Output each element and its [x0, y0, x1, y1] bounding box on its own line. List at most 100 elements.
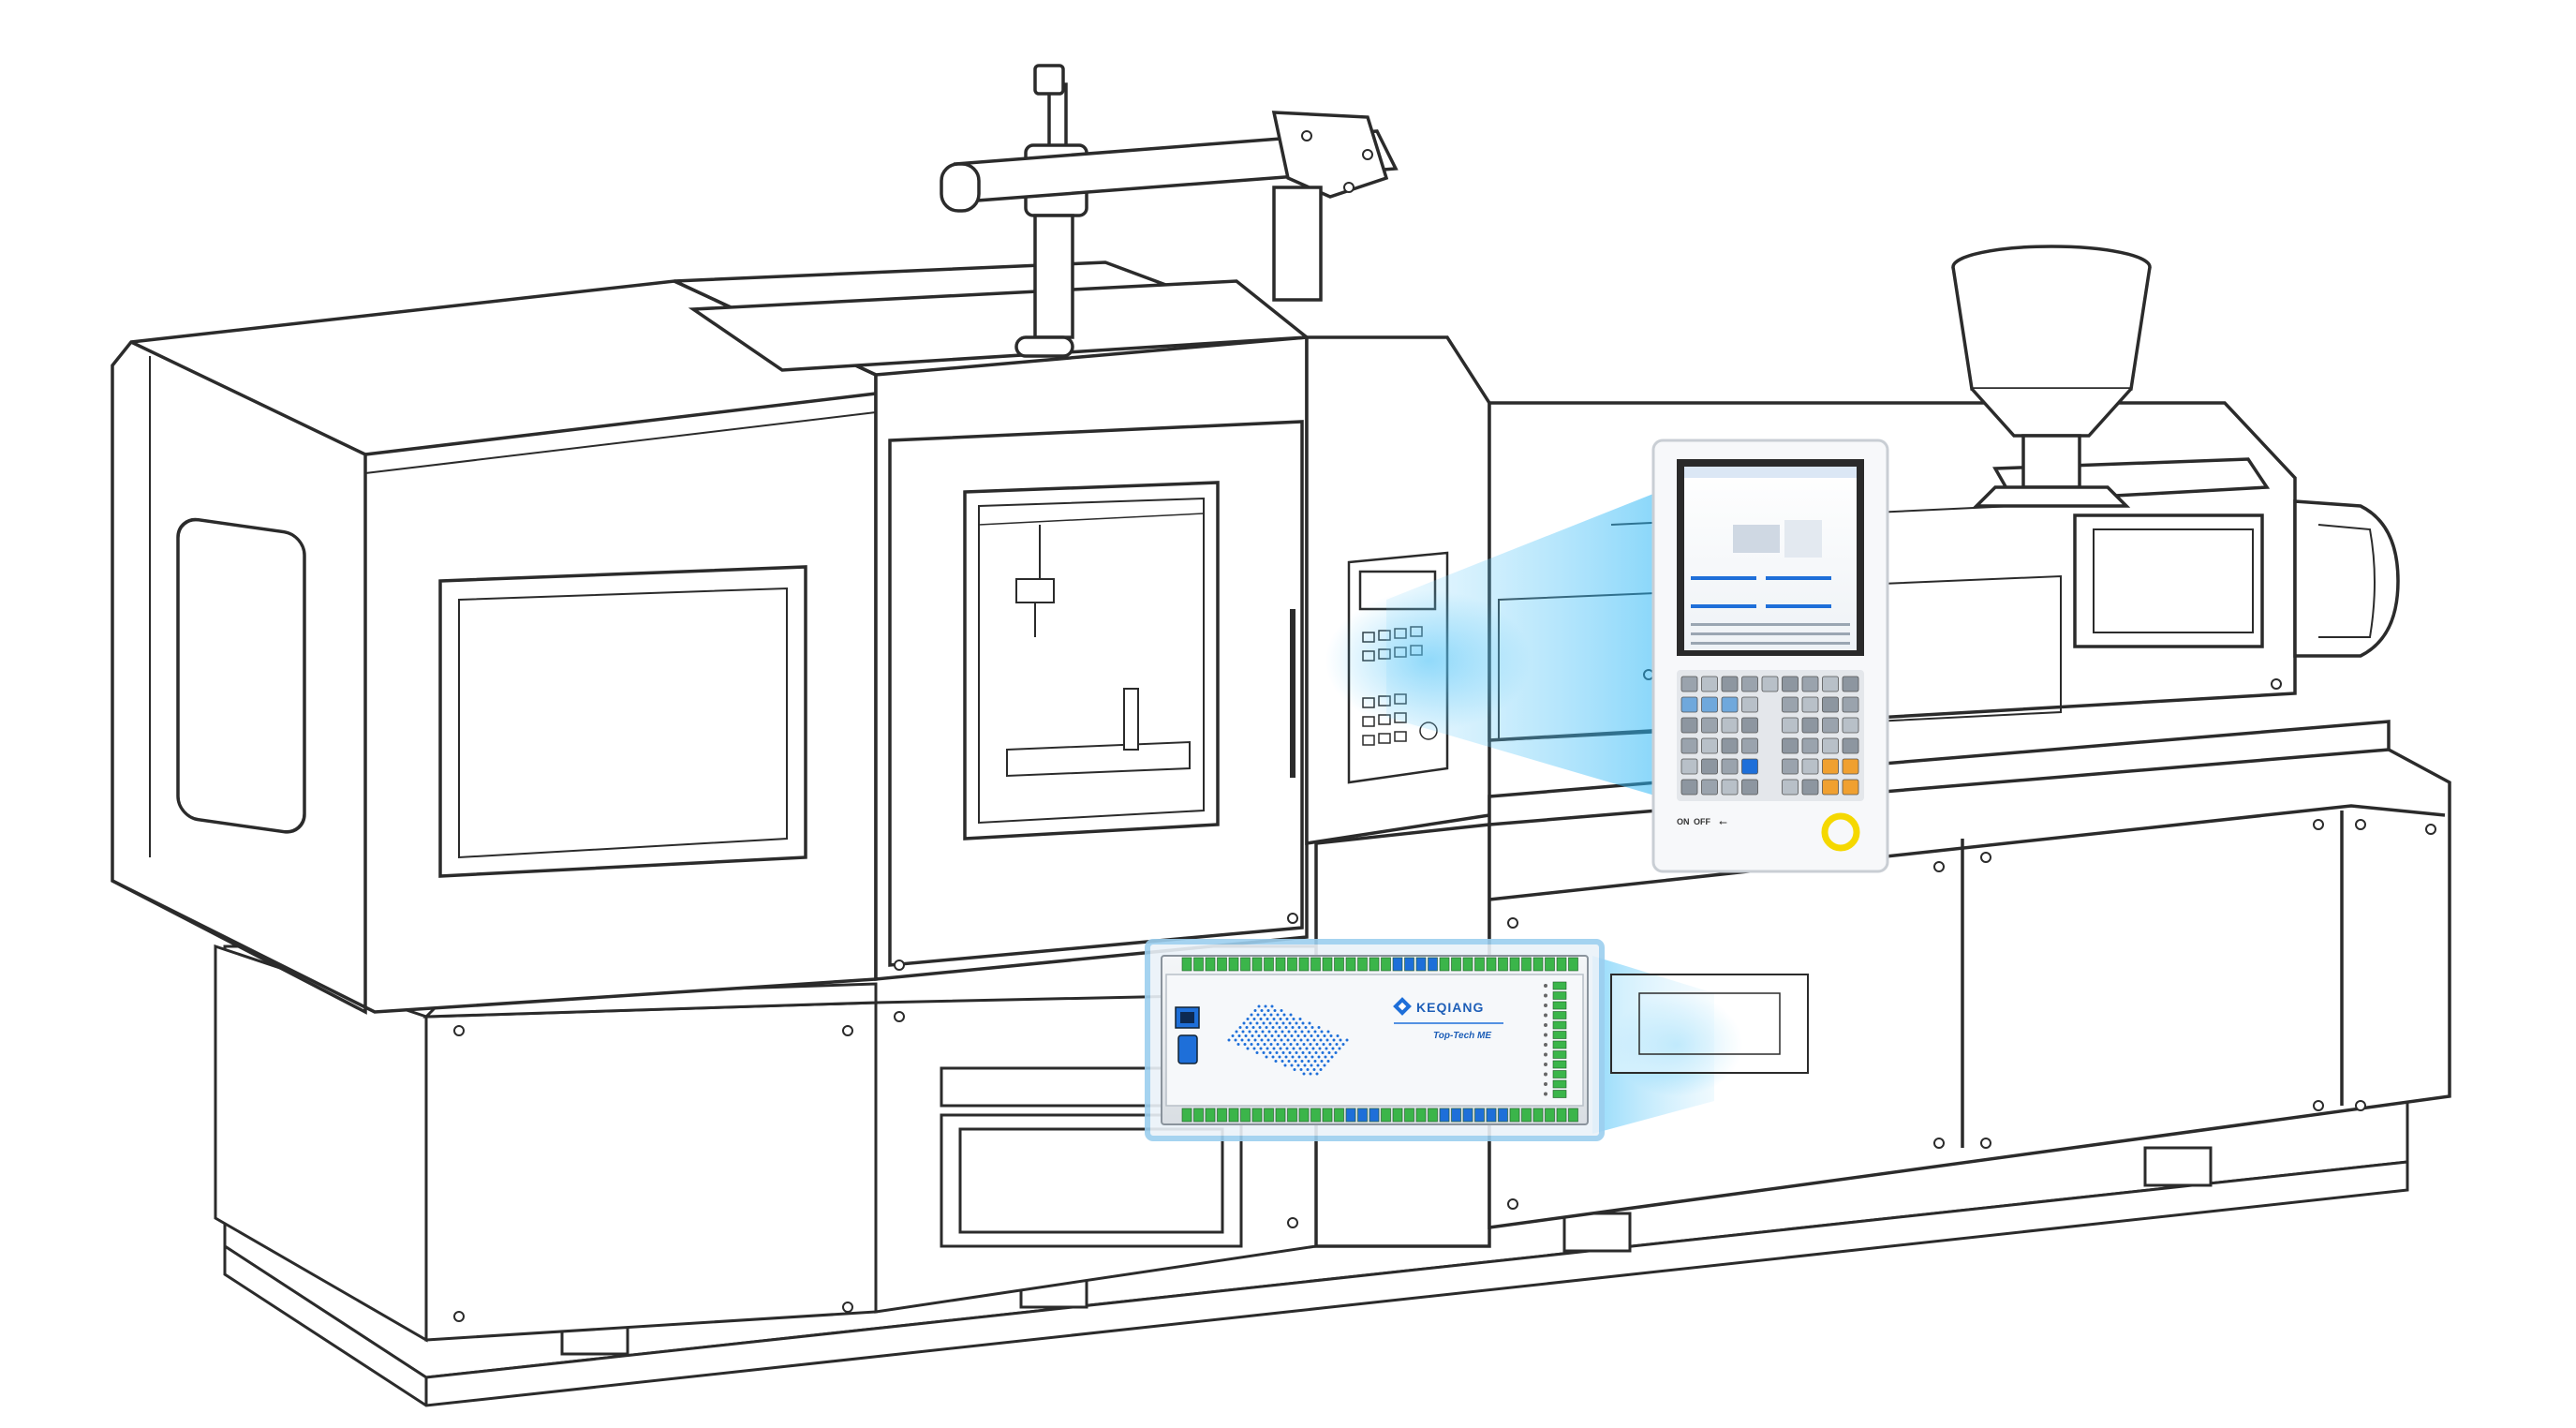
dot	[1259, 1018, 1263, 1020]
dot	[1321, 1051, 1325, 1054]
hmi-key[interactable]	[1721, 779, 1739, 796]
hmi-key[interactable]	[1782, 737, 1799, 754]
hmi-key[interactable]	[1801, 737, 1819, 754]
hmi-key[interactable]	[1680, 758, 1698, 775]
hmi-key[interactable]	[1842, 717, 1859, 734]
dot	[1273, 1038, 1277, 1042]
dot	[1274, 1060, 1278, 1063]
hmi-key[interactable]	[1801, 676, 1819, 692]
hmi-key[interactable]	[1822, 717, 1839, 734]
dot	[1298, 1018, 1302, 1020]
dot	[1312, 1038, 1316, 1042]
hmi-key[interactable]	[1741, 717, 1758, 734]
dot	[1326, 1030, 1330, 1034]
dot	[1251, 1026, 1255, 1029]
terminal-bottom	[1521, 1108, 1532, 1123]
hmi-key[interactable]	[1782, 676, 1799, 692]
hmi-key[interactable]	[1701, 779, 1718, 796]
hmi-key[interactable]	[1842, 676, 1859, 692]
hmi-key[interactable]	[1680, 696, 1698, 713]
terminal-top	[1556, 957, 1567, 972]
dot	[1299, 1038, 1303, 1042]
hmi-key[interactable]	[1822, 758, 1839, 775]
power-knob[interactable]	[1821, 812, 1860, 852]
hmi-key[interactable]	[1721, 737, 1739, 754]
terminal-top	[1264, 957, 1274, 972]
dot	[1255, 1051, 1259, 1054]
dot	[1243, 1043, 1247, 1046]
hmi-key[interactable]	[1680, 676, 1698, 692]
hmi-key[interactable]	[1680, 737, 1698, 754]
terminal-screw	[1544, 993, 1547, 998]
hmi-key[interactable]	[1822, 737, 1839, 754]
hmi-key[interactable]	[1741, 676, 1758, 692]
hmi-key[interactable]	[1721, 696, 1739, 713]
dot	[1281, 1030, 1284, 1034]
terminal-top	[1451, 957, 1461, 972]
hmi-key[interactable]	[1701, 737, 1718, 754]
dot	[1330, 1055, 1334, 1059]
terminal-bottom	[1275, 1108, 1286, 1123]
dot	[1257, 1004, 1261, 1008]
terminal-top	[1428, 957, 1438, 972]
hmi-key[interactable]	[1801, 758, 1819, 775]
terminal-top	[1498, 957, 1508, 972]
hmi-key[interactable]	[1741, 737, 1758, 754]
hmi-key[interactable]	[1741, 758, 1758, 775]
hmi-key[interactable]	[1782, 696, 1799, 713]
dot	[1249, 1021, 1252, 1025]
dot	[1268, 1051, 1272, 1054]
dot	[1274, 1030, 1278, 1034]
dot	[1261, 1030, 1265, 1034]
hmi-key[interactable]	[1680, 779, 1698, 796]
hmi-key[interactable]	[1842, 758, 1859, 775]
hmi-key[interactable]	[1701, 676, 1718, 692]
dot	[1273, 1009, 1277, 1012]
hmi-key[interactable]	[1741, 696, 1758, 713]
terminal-bottom	[1334, 1108, 1344, 1123]
hmi-key[interactable]	[1741, 779, 1758, 796]
hmi-key[interactable]	[1761, 676, 1779, 692]
dot	[1281, 1051, 1285, 1054]
dot	[1320, 1030, 1324, 1034]
hmi-key[interactable]	[1842, 737, 1859, 754]
serial-port[interactable]	[1177, 1034, 1198, 1064]
hmi-keys[interactable]	[1680, 676, 1859, 796]
hmi-key[interactable]	[1801, 696, 1819, 713]
terminal-right	[1552, 1079, 1567, 1089]
hmi-key[interactable]	[1842, 696, 1859, 713]
hmi-key[interactable]	[1680, 717, 1698, 734]
hmi-key[interactable]	[1721, 758, 1739, 775]
hmi-key[interactable]	[1701, 696, 1718, 713]
dot	[1328, 1043, 1332, 1046]
dot	[1310, 1026, 1314, 1029]
dot	[1297, 1026, 1301, 1029]
hmi-key[interactable]	[1842, 779, 1859, 796]
terminal-bottom	[1474, 1108, 1485, 1123]
dot	[1245, 1026, 1249, 1029]
hmi-screen[interactable]	[1684, 467, 1857, 650]
terminal-top	[1228, 957, 1239, 972]
terminal-top	[1181, 957, 1192, 972]
hmi-key[interactable]	[1782, 779, 1799, 796]
terminal-top	[1275, 957, 1286, 972]
hmi-key[interactable]	[1822, 779, 1839, 796]
hmi-key[interactable]	[1701, 717, 1718, 734]
hmi-key[interactable]	[1782, 717, 1799, 734]
dot	[1256, 1043, 1260, 1046]
dot	[1241, 1030, 1245, 1034]
hmi-key[interactable]	[1721, 676, 1739, 692]
hmi-key[interactable]	[1801, 717, 1819, 734]
dot	[1246, 1047, 1250, 1050]
dot	[1320, 1060, 1324, 1063]
dot	[1283, 1064, 1287, 1067]
terminal-screw	[1544, 1004, 1547, 1007]
hmi-key[interactable]	[1822, 696, 1839, 713]
terminal-bottom	[1264, 1108, 1274, 1123]
hmi-key[interactable]	[1782, 758, 1799, 775]
hmi-key[interactable]	[1721, 717, 1739, 734]
hmi-key[interactable]	[1801, 779, 1819, 796]
dot	[1301, 1051, 1305, 1054]
hmi-key[interactable]	[1822, 676, 1839, 692]
hmi-key[interactable]	[1701, 758, 1718, 775]
